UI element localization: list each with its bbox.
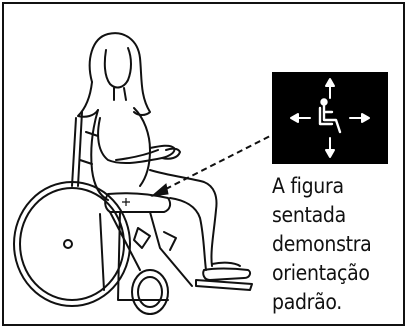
- caption-line-1: A figura: [272, 174, 344, 198]
- caption-line-3: demonstra: [272, 232, 372, 256]
- torso: [90, 109, 109, 201]
- hair: [88, 32, 151, 116]
- rear-wheel: [13, 181, 131, 307]
- seated-figure-orientation-icon: [272, 72, 388, 164]
- caption-line-4: orientação: [272, 261, 370, 285]
- seat-reference-mark: [122, 198, 130, 206]
- wheelchair-frame: [109, 211, 193, 301]
- seat-cushion: [104, 192, 172, 213]
- seated-figure-icon: [318, 98, 342, 134]
- caster-wheel: [131, 269, 169, 315]
- arrow-up-icon: [325, 78, 335, 99]
- feet: [202, 267, 252, 281]
- arrow-right-icon: [349, 113, 370, 123]
- arrow-down-icon: [325, 137, 335, 158]
- backrest: [77, 111, 99, 187]
- face: [103, 47, 132, 89]
- legs: [149, 169, 218, 267]
- figure-frame: [2, 2, 405, 326]
- caption-line-2: sentada: [272, 203, 346, 227]
- arrow-left-icon: [290, 113, 311, 123]
- caption: A figura sentada demonstra orientação pa…: [272, 172, 402, 317]
- pointer-arrow: [150, 131, 279, 197]
- caption-line-5: padrão.: [272, 290, 342, 314]
